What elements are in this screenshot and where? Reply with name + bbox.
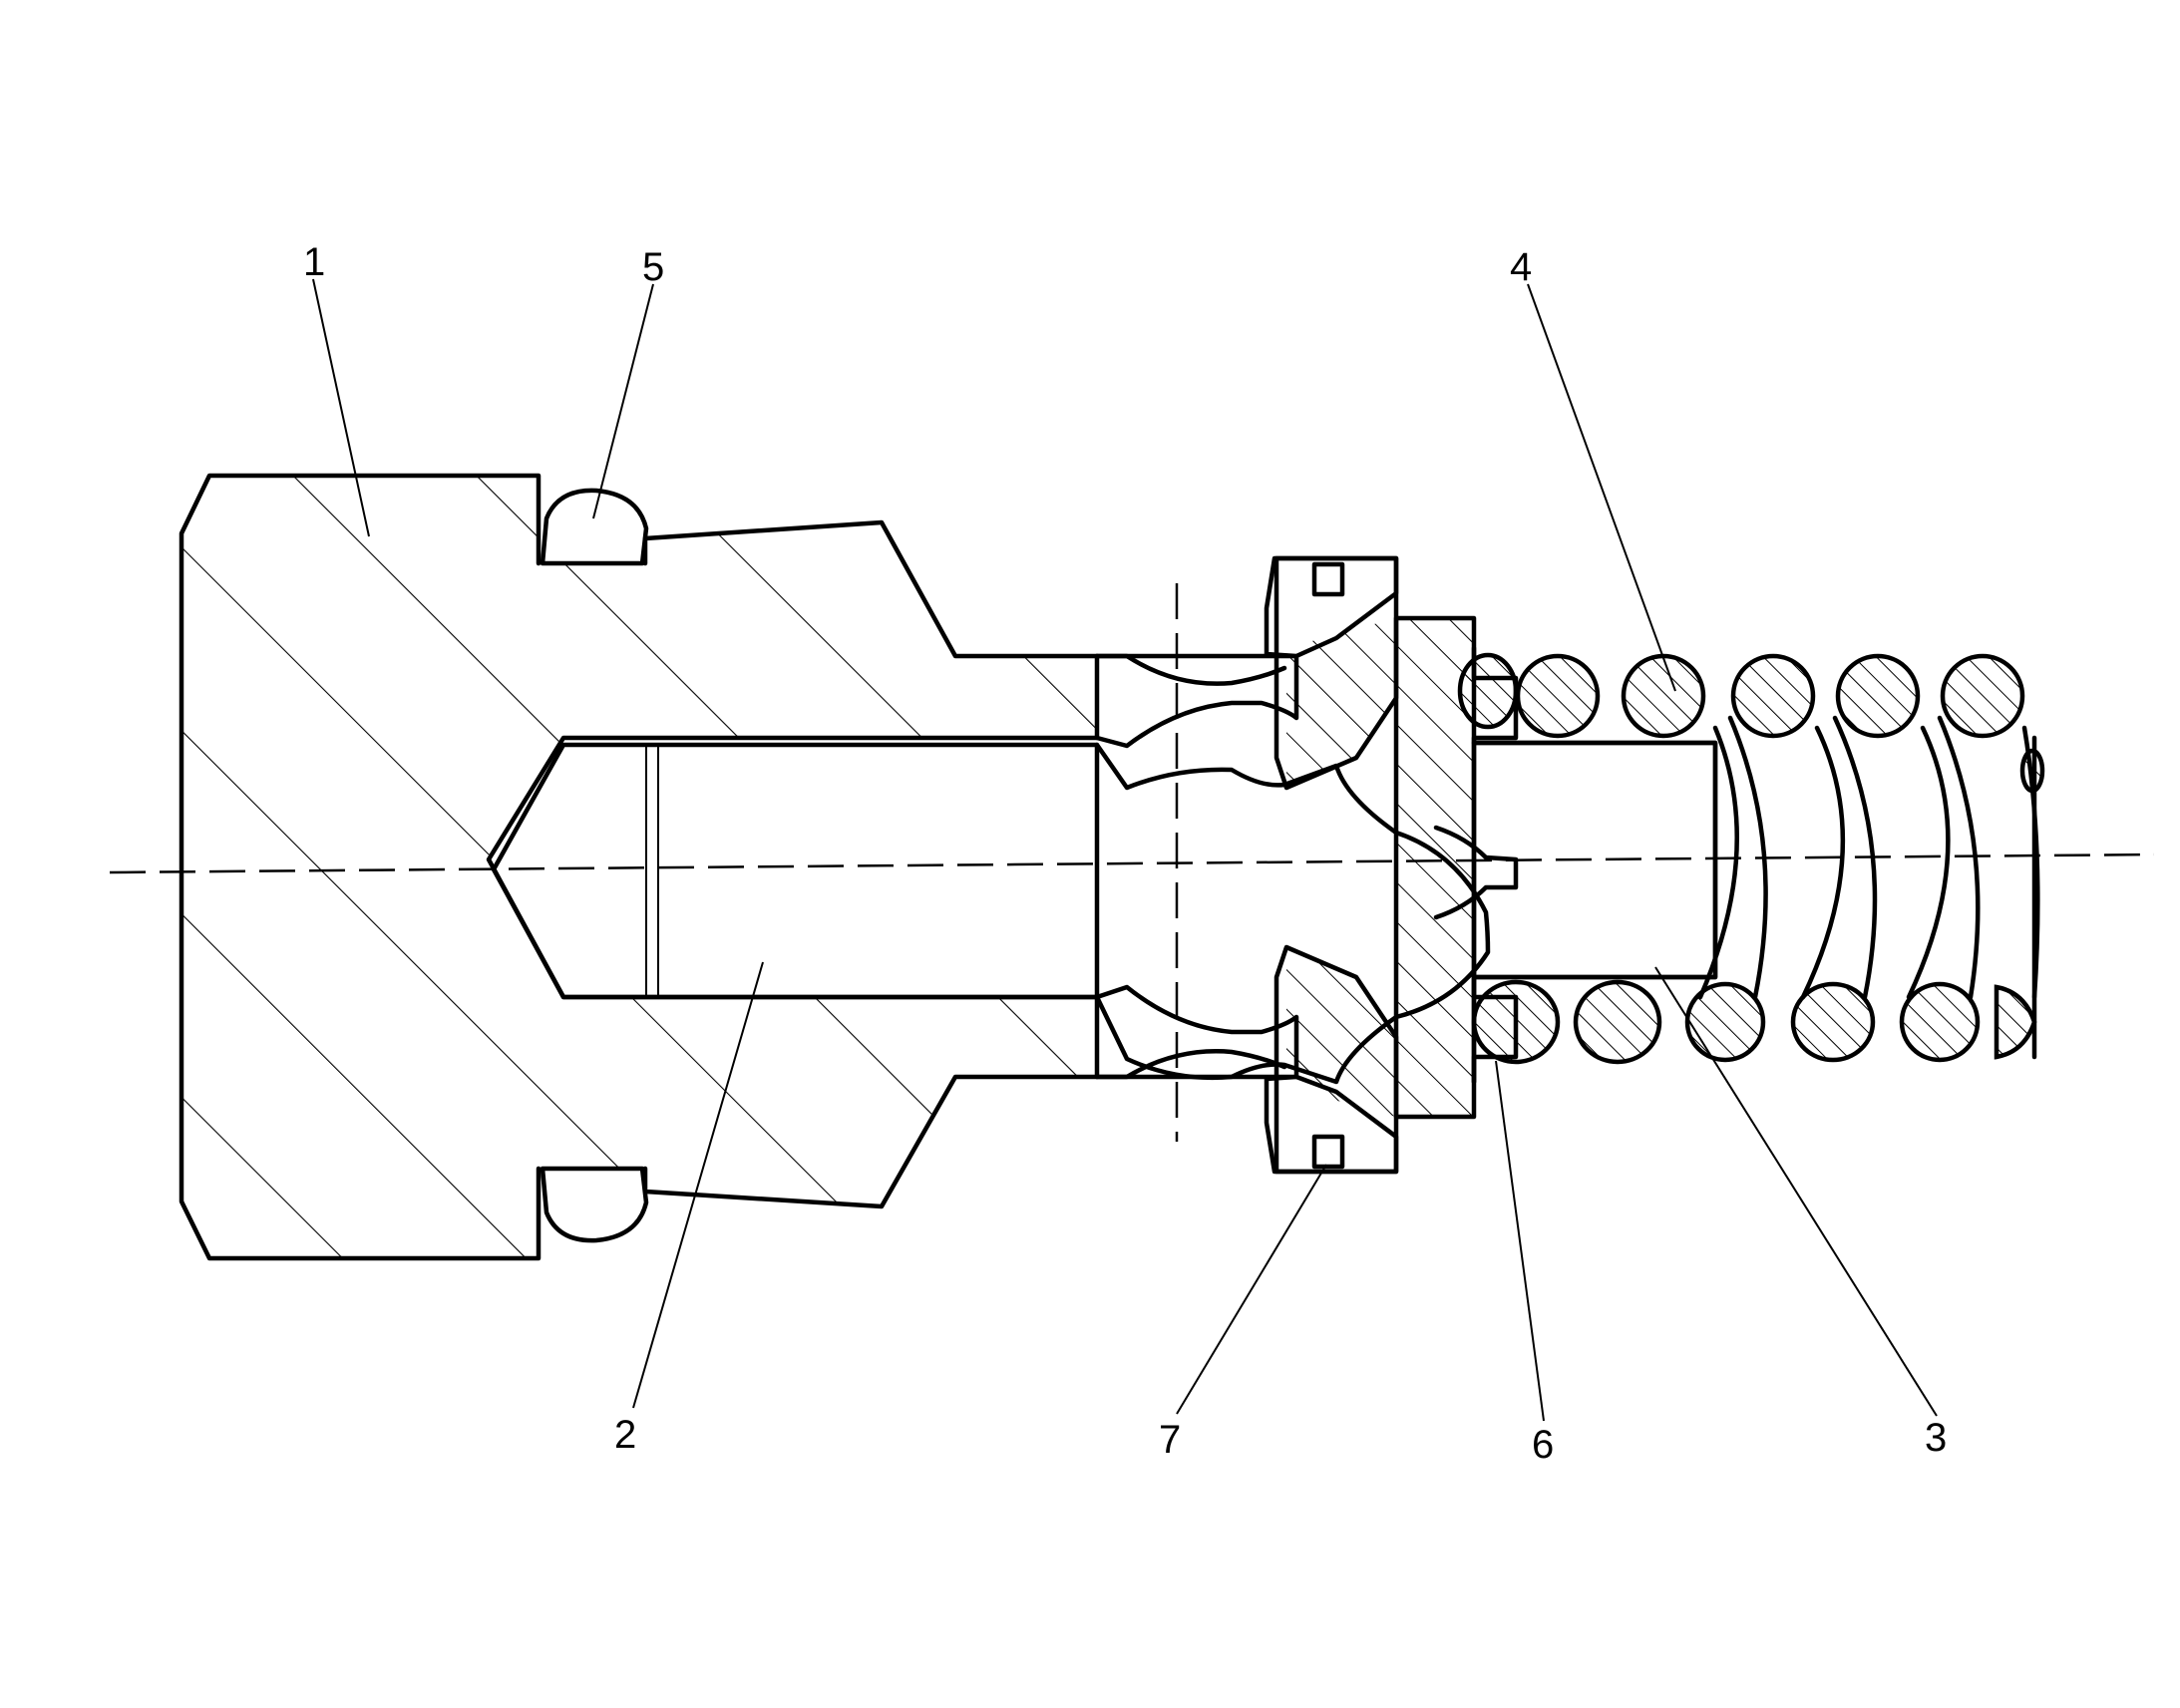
callout-6: 6: [1532, 1423, 1554, 1467]
spring-coils: [1457, 652, 2045, 1065]
leader-lines: [312, 278, 1938, 1422]
callout-labels: 1 2 3 4 5 6 7: [303, 240, 1947, 1467]
callout-7: 7: [1159, 1418, 1181, 1462]
retaining-pin-lower: [1311, 1134, 1345, 1170]
callout-4: 4: [1510, 245, 1532, 289]
o-ring-seal-upper: [540, 488, 649, 566]
valve-plunger: [491, 742, 1491, 1085]
callout-3: 3: [1925, 1416, 1947, 1460]
retaining-pin-upper: [1311, 561, 1345, 597]
callout-5: 5: [642, 245, 664, 289]
centerlines: [109, 583, 2155, 1142]
callout-1: 1: [303, 240, 325, 284]
valve-seat-block: [1094, 555, 1399, 1175]
o-ring-seal-lower: [540, 1166, 649, 1243]
callout-2: 2: [614, 1413, 636, 1457]
